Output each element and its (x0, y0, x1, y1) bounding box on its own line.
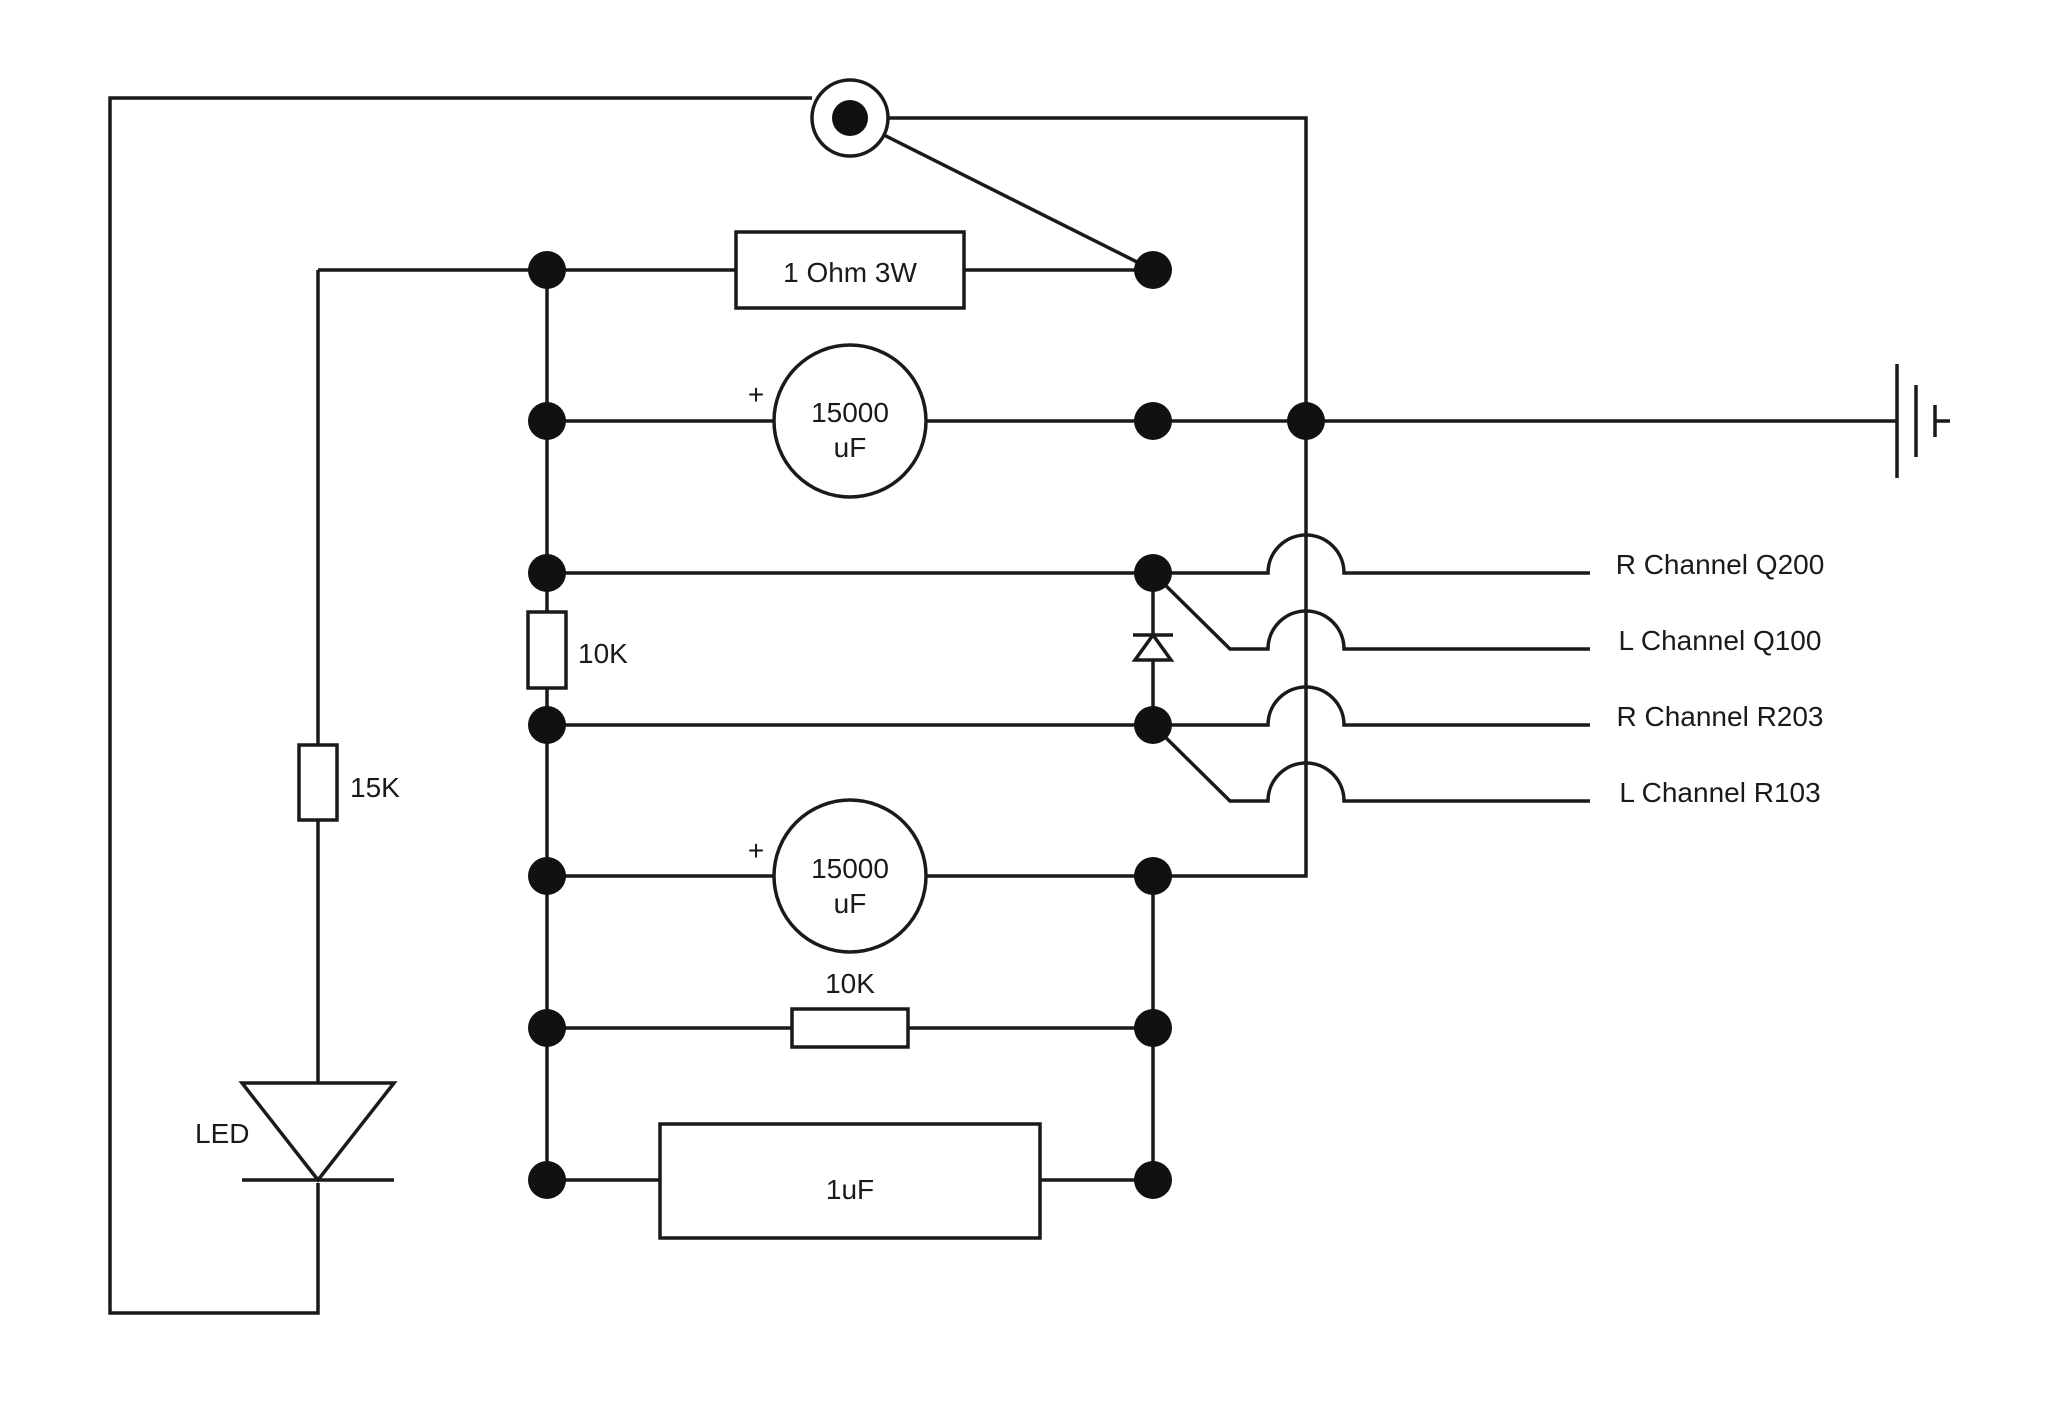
junction-dot (1134, 251, 1172, 289)
junction-dot (1134, 1009, 1172, 1047)
capacitor-bottom-unit: uF (834, 888, 867, 919)
resistor-1-ohm-label: 1 Ohm 3W (783, 257, 917, 288)
junction-dot (1134, 402, 1172, 440)
wires (108, 96, 1897, 1315)
resistor-10k-mid: 10K (526, 610, 628, 690)
junction-dot (528, 1161, 566, 1199)
capacitor-bottom: 15000 uF + (748, 798, 928, 954)
ground-icon (1895, 364, 1950, 478)
junction-dot (1134, 1161, 1172, 1199)
junction-dot (528, 402, 566, 440)
wire-out-r-q200 (547, 533, 1590, 575)
junction-dot (528, 706, 566, 744)
wire-out-l-r103 (1151, 723, 1590, 803)
capacitor-top: 15000 uF + (748, 343, 928, 499)
resistor-1-ohm: 1 Ohm 3W (734, 230, 966, 310)
junction-dot (528, 1009, 566, 1047)
capacitor-top-polarity: + (748, 379, 764, 410)
output-labels: R Channel Q200 L Channel Q100 R Channel … (1616, 549, 1825, 808)
jack-icon (810, 78, 890, 158)
diode-icon (1131, 632, 1175, 662)
output-label-l-r103: L Channel R103 (1619, 777, 1820, 808)
capacitor-top-value: 15000 (811, 397, 889, 428)
led: LED (195, 1081, 398, 1183)
junction-dot (1287, 402, 1325, 440)
junction-dot (1134, 706, 1172, 744)
junction-dot (528, 554, 566, 592)
capacitor-bottom-polarity: + (748, 835, 764, 866)
switch-lever (849, 116, 1154, 272)
capacitor-top-unit: uF (834, 432, 867, 463)
resistor-10k-bottom: 10K (790, 968, 910, 1049)
led-label: LED (195, 1118, 249, 1149)
junction-dot (1134, 554, 1172, 592)
resistor-15k: 15K (297, 743, 400, 822)
capacitor-1uf-label: 1uF (826, 1174, 874, 1205)
wire-out-l-q100 (1151, 571, 1590, 651)
junction-dot (1134, 857, 1172, 895)
resistor-10k-mid-label: 10K (578, 638, 628, 669)
junction-dot (528, 251, 566, 289)
output-label-r-r203: R Channel R203 (1616, 701, 1823, 732)
wire-outer-loop (108, 96, 812, 1315)
resistor-15k-label: 15K (350, 772, 400, 803)
output-label-l-q100: L Channel Q100 (1619, 625, 1822, 656)
output-label-r-q200: R Channel Q200 (1616, 549, 1825, 580)
junction-dots (528, 251, 1325, 1199)
resistor-10k-bottom-label: 10K (825, 968, 875, 999)
capacitor-1uf: 1uF (658, 1122, 1042, 1240)
capacitor-bottom-value: 15000 (811, 853, 889, 884)
junction-dot (528, 857, 566, 895)
wire-out-r-r203 (547, 685, 1590, 727)
wire-jack-right-rail (884, 116, 1308, 878)
